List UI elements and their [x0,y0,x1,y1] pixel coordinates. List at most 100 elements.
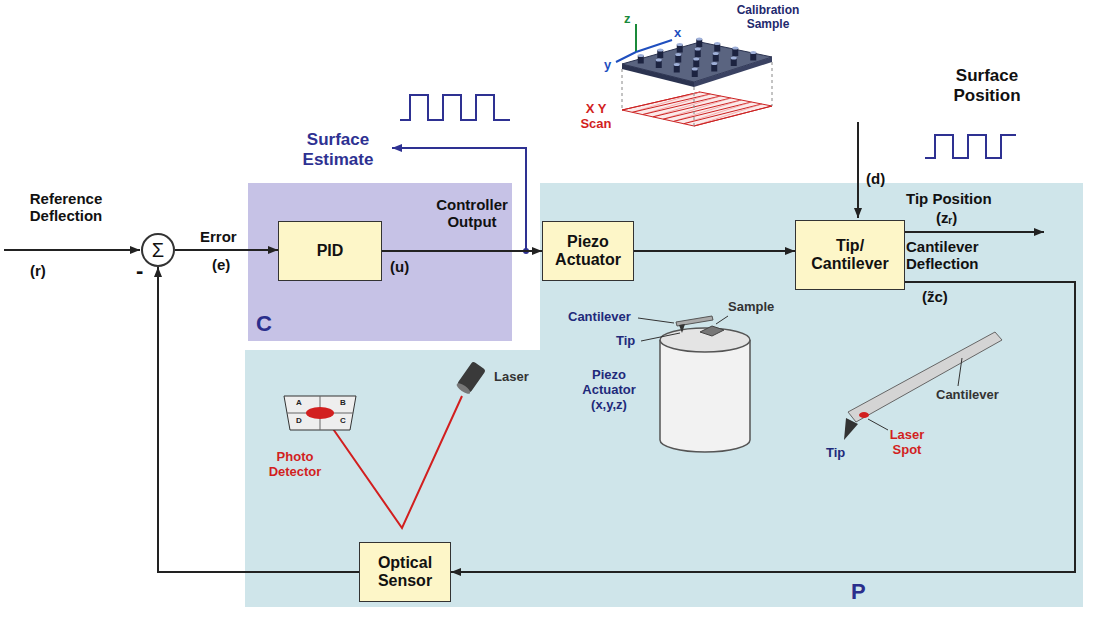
signal-arrow [175,249,278,251]
surface-estimate-wave [400,95,510,120]
tip-position-arrow [904,232,1044,233]
quadrant-label: B [340,398,346,407]
calibration-sample [693,58,699,61]
part-label: Sample [728,300,774,315]
disturbance-arrow [857,122,859,218]
photo-detector [306,407,334,419]
calibration-sample [732,47,738,50]
axes [635,24,637,52]
calibration-sample [750,51,756,54]
piezo-cylinder [660,340,750,452]
axis-label: z [624,12,631,27]
scan-plane [772,62,773,106]
process-box: PID [278,221,382,281]
axes [616,52,636,62]
signal-name: Controller Output [430,196,514,231]
signal-name: Error [200,228,237,245]
part-label: Tip [616,334,635,349]
calibration-sample [692,68,698,71]
scan-plane [632,94,710,112]
calibration-sample [731,57,737,60]
part-label: Piezo Actuator (x,y,z) [572,368,646,413]
calibration-sample [656,59,662,62]
scan-plane [622,92,700,110]
signal-symbol: (d) [866,170,885,187]
signal-arrow [382,250,542,252]
calibration-sample [674,63,680,66]
tip-position-arrow [904,231,1044,233]
part-label: Tip [826,446,845,461]
quadrant-label: A [296,398,302,407]
part-label: Cantilever [568,310,631,325]
process-box: Piezo Actuator [542,221,634,281]
calibration-sample [696,38,702,41]
scan-plane [622,92,772,126]
process-box: Tip/ Cantilever [795,220,905,290]
region-label: C [256,311,272,336]
sign-label: - [136,258,143,283]
calibration-sample [694,57,772,87]
calibration-sample [677,43,683,46]
scan-plane [643,96,721,115]
box-label: Optical Sensor [368,554,442,591]
axes [616,24,672,62]
calibration-sample [714,42,720,45]
signal-symbol: (z̃c) [922,288,948,305]
scan-plane [622,92,772,126]
photo-detector [284,396,356,430]
calibration-sample [675,53,681,56]
axis-label: Calibration Sample [722,4,814,32]
quadrant-label: D [296,416,302,425]
box-label: Tip/ Cantilever [804,237,896,274]
signal-name: Tip Position [906,190,992,207]
input-arrow [4,249,140,251]
scan-plane [694,104,762,126]
surface-position-wave [925,135,1016,158]
cantilever-illustration [859,412,869,418]
axis-label: x [674,26,681,41]
scan-plane [622,62,772,126]
surface-estimate-wave [400,95,510,120]
disturbance-arrow [858,122,859,218]
signal-name: Surface Estimate [290,130,386,169]
scan-plane [622,69,623,110]
quadrant-label: C [340,416,346,425]
calibration-sample [622,42,772,82]
scan-label: X Y Scan [578,102,614,132]
scan-plane [694,106,772,126]
surface-position-wave [925,135,1016,158]
calibration-sample [695,48,701,51]
box-label: Σ [152,239,164,262]
calibration-sample [713,52,719,55]
region-fill [245,183,1083,607]
box-label: Piezo Actuator [551,233,625,270]
photo-detector [284,396,356,430]
summing-junction: Σ [141,233,175,267]
scan-plane [673,102,751,121]
scan-plane [694,87,695,126]
signal-name: Surface Position [942,66,1032,105]
calibration-sample [657,49,663,52]
scan-plane [663,100,741,119]
calibration-sample [711,62,717,65]
signal-name: Cantilever Deflection [906,238,1006,273]
axis-label: y [604,58,611,73]
calibration-sample [638,38,757,78]
signal-symbol: (r) [30,262,46,279]
signal-name: Reference Deflection [10,190,122,225]
process-box: Optical Sensor [359,542,451,602]
scan-plane [653,98,731,117]
signal-arrow [634,250,795,252]
scan-plane [684,104,762,124]
part-label: Cantilever [936,388,999,403]
signal-symbol: (zᵣ) [936,209,957,226]
region-label: P [851,579,866,604]
part-label: Laser Spot [884,428,930,458]
box-label: PID [317,242,344,260]
signal-symbol: (e) [212,256,230,273]
axes [636,40,672,52]
calibration-sample [622,38,772,88]
